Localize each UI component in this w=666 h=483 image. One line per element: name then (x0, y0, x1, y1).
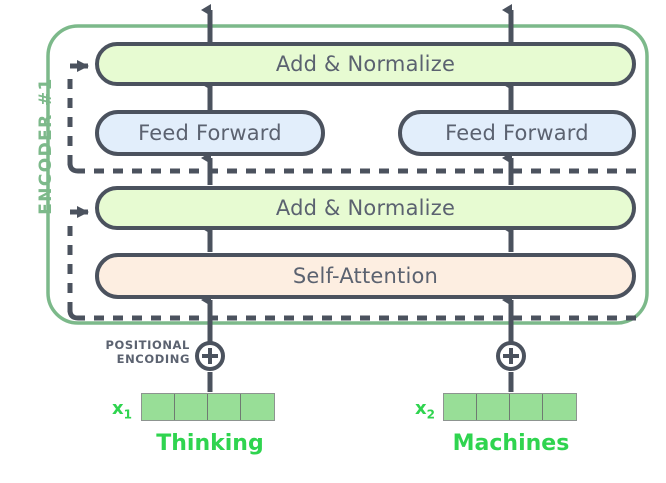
embedding-cell (543, 394, 576, 420)
embedding-vector-index-1: 1 (123, 407, 132, 422)
encoder-frame (46, 24, 649, 325)
embedding-vector-name-1: x (112, 398, 124, 419)
positional-encoding-add-left (195, 341, 225, 371)
self-attention-block[interactable]: Self-Attention (95, 253, 636, 299)
embedding-cell (241, 394, 274, 420)
add-and-normalize-top-block[interactable]: Add & Normalize (95, 42, 636, 86)
feed-forward-left-label: Feed Forward (138, 121, 282, 145)
positional-encoding-line-2: ENCODING (116, 352, 190, 366)
embedding-cell (142, 394, 175, 420)
embedding-vector-label-2: x2 (415, 398, 435, 422)
residual-corner-top (67, 162, 79, 174)
embedding-cell (208, 394, 241, 420)
embedding-cell (477, 394, 510, 420)
embedding-cell (510, 394, 543, 420)
token-word-1: Thinking (156, 431, 264, 456)
embedding-vector-index-2: 2 (426, 407, 435, 422)
positional-encoding-label: POSITIONAL ENCODING (84, 338, 190, 366)
positional-encoding-add-right (496, 341, 526, 371)
embedding-vector-label-1: x1 (112, 398, 132, 422)
embedding-vector-2[interactable] (443, 393, 577, 421)
token-word-2: Machines (452, 431, 570, 456)
feed-forward-right-label: Feed Forward (445, 121, 589, 145)
positional-encoding-line-1: POSITIONAL (105, 338, 190, 352)
self-attention-label: Self-Attention (292, 264, 439, 288)
feed-forward-left-block[interactable]: Feed Forward (95, 110, 325, 156)
encoder-frame-label: ENCODER #1 (36, 77, 56, 215)
add-and-normalize-bottom-block[interactable]: Add & Normalize (95, 186, 636, 230)
add-and-normalize-bottom-label: Add & Normalize (275, 196, 456, 220)
embedding-cell (175, 394, 208, 420)
feed-forward-right-block[interactable]: Feed Forward (398, 110, 636, 156)
embedding-vector-1[interactable] (141, 393, 275, 421)
add-and-normalize-top-label: Add & Normalize (275, 52, 456, 76)
embedding-cell (444, 394, 477, 420)
residual-corner-bottom (67, 309, 79, 321)
embedding-vector-name-2: x (415, 398, 427, 419)
